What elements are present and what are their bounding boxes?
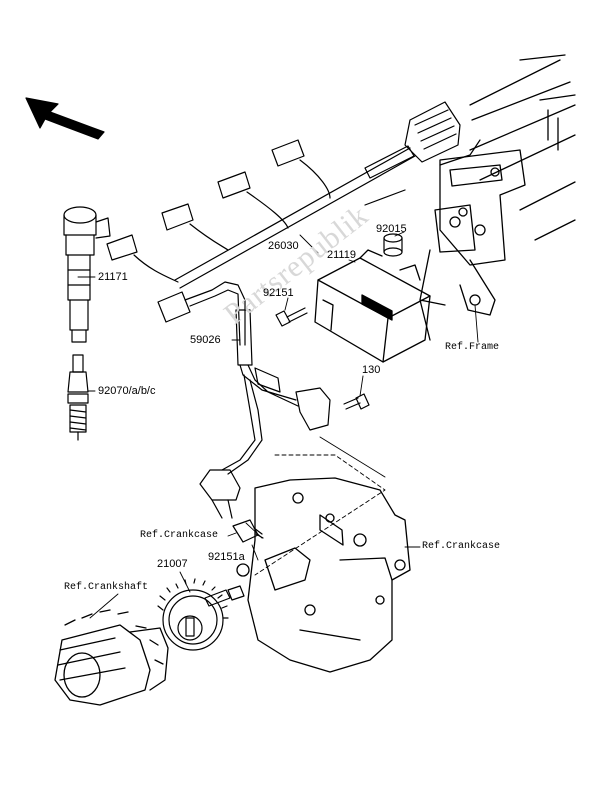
leader-lines — [245, 436, 386, 576]
rotor-bolt — [204, 585, 245, 607]
label-ref-frame: Ref.Frame — [445, 342, 500, 353]
label-21119: 21119 — [327, 249, 356, 261]
plug-92151a — [232, 519, 264, 543]
label-92015: 92015 — [376, 223, 407, 235]
front-arrow-icon — [25, 97, 105, 140]
coil-connector-4 — [106, 234, 179, 283]
wiring-harness-26030 — [106, 101, 481, 289]
crankshaft — [54, 609, 169, 706]
label-92070: 92070/a/b/c — [98, 385, 156, 397]
coil-connector-1 — [271, 139, 331, 199]
spark-plug-92070 — [67, 354, 89, 441]
coil-connector-2 — [217, 171, 289, 229]
label-26030: 26030 — [268, 240, 299, 252]
frame-outline — [419, 54, 576, 341]
timing-rotor-21007 — [157, 578, 229, 651]
label-21171: 21171 — [98, 271, 128, 283]
label-130: 130 — [362, 364, 381, 376]
bolt-130 — [343, 393, 370, 410]
ignition-coil-21171 — [63, 206, 111, 343]
label-leaders — [77, 231, 479, 619]
label-21007: 21007 — [157, 558, 188, 570]
label-ref-crankshaft: Ref.Crankshaft — [64, 582, 149, 593]
label-92151: 92151 — [263, 287, 294, 299]
coil-connector-3 — [161, 203, 229, 251]
label-92151a: 92151a — [208, 551, 245, 563]
igniter-21119 — [314, 249, 431, 363]
crankcase-outline — [236, 477, 411, 673]
bush-92015 — [383, 233, 403, 257]
label-ref-crankcase-right: Ref.Crankcase — [422, 541, 501, 552]
label-59026: 59026 — [190, 334, 221, 346]
label-ref-crankcase-left: Ref.Crankcase — [140, 530, 219, 541]
bolt-92151 — [275, 307, 308, 327]
sensor-harness-59026 — [157, 281, 331, 519]
